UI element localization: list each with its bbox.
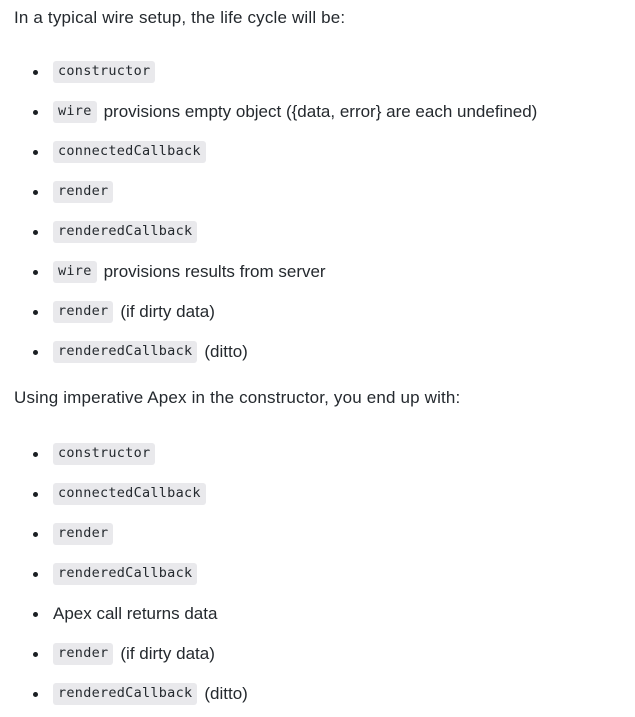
list-item: render (if dirty data) [0, 634, 248, 674]
code-chip: render [53, 642, 114, 666]
list-item: constructor [0, 434, 248, 474]
list-item-trailing-text: (if dirty data) [120, 644, 215, 663]
code-chip: wire [53, 260, 97, 284]
list-item: renderedCallback [0, 554, 248, 594]
list-item: wire provisions results from server [0, 252, 537, 292]
list-item: renderedCallback (ditto) [0, 332, 537, 372]
code-chip: connectedCallback [53, 140, 206, 164]
list-item: wire provisions empty object ({data, erro… [0, 92, 537, 132]
list-item-text: Apex call returns data [53, 604, 218, 623]
list-item-trailing-text: provisions empty object ({data, error} a… [103, 102, 538, 121]
list-item: connectedCallback [0, 474, 248, 514]
list-item-trailing-text: provisions results from server [103, 262, 326, 281]
code-chip: render [53, 522, 114, 546]
list-item: render (if dirty data) [0, 292, 537, 332]
list-item: constructor [0, 52, 537, 92]
list-item: connectedCallback [0, 132, 537, 172]
code-chip: renderedCallback [53, 340, 198, 364]
list-item: render [0, 514, 248, 554]
code-chip: wire [53, 100, 97, 124]
code-chip: renderedCallback [53, 682, 198, 706]
code-chip: constructor [53, 442, 156, 466]
code-chip: render [53, 300, 114, 324]
paragraph-wire-lifecycle-intro: In a typical wire setup, the life cycle … [14, 8, 346, 27]
code-chip: constructor [53, 60, 156, 84]
list-item-trailing-text: (ditto) [204, 684, 248, 703]
list-item: renderedCallback (ditto) [0, 674, 248, 714]
wire-lifecycle-list: constructor wire provisions empty object (… [0, 52, 537, 372]
list-item: render [0, 172, 537, 212]
code-chip: renderedCallback [53, 220, 198, 244]
list-item-trailing-text: (ditto) [204, 342, 248, 361]
list-item: Apex call returns data [0, 594, 248, 634]
paragraph-imperative-apex-intro: Using imperative Apex in the constructor… [14, 388, 461, 407]
code-chip: connectedCallback [53, 482, 206, 506]
list-item: renderedCallback [0, 212, 537, 252]
code-chip: renderedCallback [53, 562, 198, 586]
list-item-trailing-text: (if dirty data) [120, 302, 215, 321]
code-chip: render [53, 180, 114, 204]
